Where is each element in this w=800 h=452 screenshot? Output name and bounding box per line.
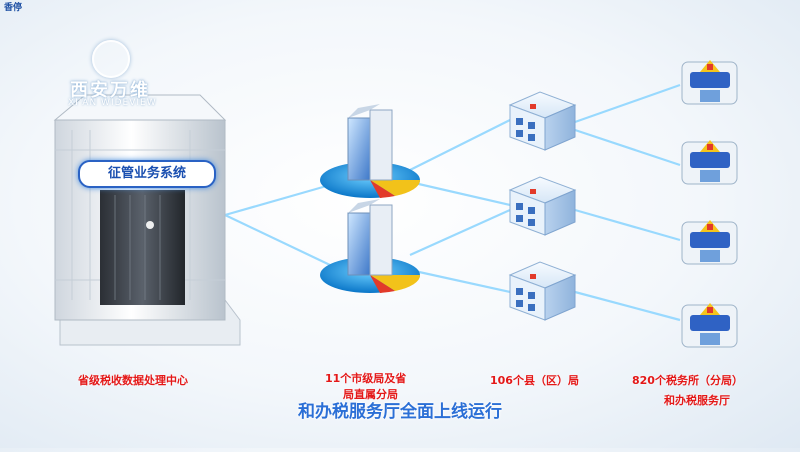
tax-office-node-2 [681, 140, 738, 185]
county-bureau-node-2 [508, 176, 577, 236]
subtitle-caption: 和办税服务厅全面上线运行 [298, 402, 502, 422]
watermark-logo-subtitle: XI'AN WIDEVIEW [68, 98, 157, 108]
county-bureau-node-1 [508, 91, 577, 151]
system-label: 征管业务系统 [78, 160, 216, 188]
logo-emblem [92, 40, 130, 78]
tax-offices-label-line1: 820个税务所（分局） [632, 374, 743, 387]
county-bureaus-label: 106个县（区）局 [490, 374, 579, 387]
connection-lines [224, 83, 681, 322]
tax-office-node-3 [681, 220, 738, 265]
city-bureaus-label-line2: 局直属分局 [343, 388, 398, 401]
tax-office-node-4 [681, 303, 738, 348]
watermark-logo: 西安万维 [70, 80, 150, 101]
provincial-center-label: 省级税收数据处理中心 [78, 374, 188, 387]
tax-offices-label-line2: 和办税服务厅 [664, 394, 730, 407]
data-center-building [53, 94, 241, 346]
city-bureaus-label-line1: 11个市级局及省 [325, 372, 407, 385]
city-bureau-node-top [320, 104, 421, 198]
county-bureau-node-3 [508, 261, 577, 321]
tax-office-node-1 [681, 60, 738, 105]
city-bureau-node-bottom [320, 199, 421, 293]
server-rack [100, 190, 185, 305]
corner-tag: 香停 [4, 3, 23, 13]
